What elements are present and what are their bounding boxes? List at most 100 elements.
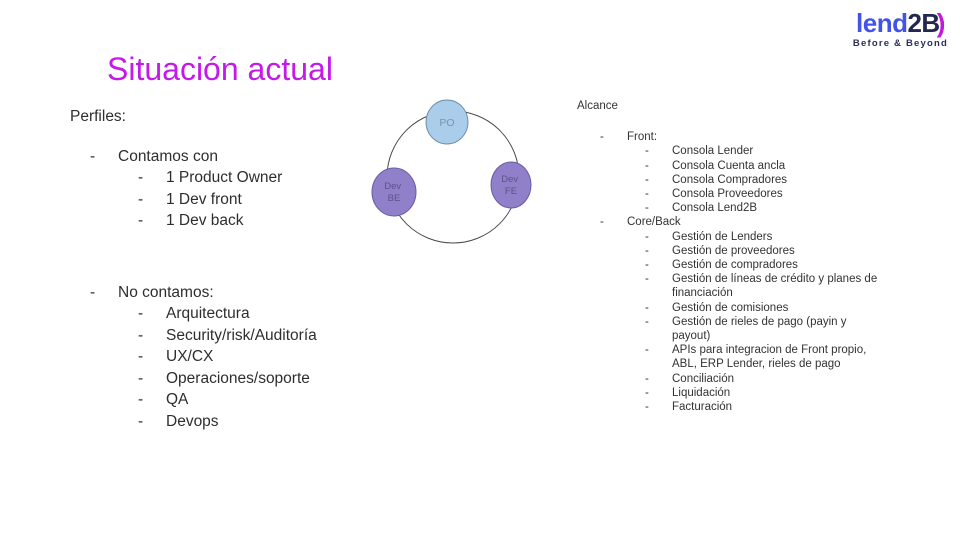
list-item: - 1 Product Owner: [70, 167, 370, 189]
list-item: - Gestión de compradores: [577, 258, 889, 272]
core-back-group: - Core/Back - Gestión de Lenders - Gesti…: [577, 215, 889, 414]
dash-bullet: -: [645, 315, 649, 328]
list-item: - Consola Compradores: [577, 173, 889, 187]
list-item-text: Consola Proveedores: [672, 188, 783, 201]
list-item: - Consola Lend2B: [577, 201, 889, 215]
dash-bullet: -: [645, 244, 649, 257]
list-item: - Core/Back: [577, 215, 889, 229]
dash-bullet: -: [645, 301, 649, 314]
logo-bracket-mark: ): [936, 8, 946, 38]
list-item: - Contamos con: [70, 146, 370, 168]
team-circle-diagram: PO Dev FE Dev BE: [371, 99, 532, 244]
logo-text-2b: 2B: [907, 8, 940, 38]
list-item-text: Consola Compradores: [672, 173, 788, 186]
list-item-text: APIs para integracion de Front propio, A…: [672, 344, 867, 371]
group-label: Core/Back: [627, 216, 681, 229]
group-label: Front:: [627, 131, 658, 144]
list-item: - Operaciones/soporte: [70, 368, 370, 390]
list-item: - Gestión de Lenders: [577, 230, 889, 244]
dash-bullet: -: [645, 230, 649, 243]
dash-bullet: -: [90, 147, 96, 165]
list-item: - APIs para integracion de Front propio,…: [577, 343, 889, 371]
list-item-text: Security/risk/Auditoría: [166, 326, 317, 344]
group-label: Contamos con: [118, 147, 218, 165]
dash-bullet: -: [645, 344, 649, 357]
node-po-label: PO: [439, 117, 454, 129]
dash-bullet: -: [138, 369, 144, 387]
logo-tagline: Before & Beyond: [852, 38, 948, 49]
dash-bullet: -: [138, 212, 144, 229]
list-item-text: Consola Lender: [672, 145, 754, 158]
dash-bullet: -: [138, 412, 144, 430]
dash-bullet: -: [138, 190, 144, 208]
list-item: - 1 Dev back: [70, 210, 370, 232]
lend2b-logo: lend2B) Before & Beyond: [853, 10, 948, 49]
list-item-text: Arquitectura: [166, 305, 250, 322]
logo-wordmark: lend2B): [853, 10, 948, 36]
list-item: - Gestión de líneas de crédito y planes …: [577, 272, 889, 300]
perfiles-heading: Perfiles:: [70, 108, 126, 125]
node-dev-be-label: Dev BE: [384, 181, 404, 204]
dash-bullet: -: [645, 372, 649, 385]
list-item-text: Operaciones/soporte: [166, 369, 310, 387]
contamos-group: - Contamos con - 1 Product Owner - 1 Dev…: [70, 146, 370, 232]
dash-bullet: -: [645, 173, 649, 186]
list-item-text: Consola Cuenta ancla: [672, 159, 786, 172]
list-item-text: Liquidación: [672, 386, 731, 399]
list-item: - Front:: [577, 130, 889, 144]
dash-bullet: -: [600, 216, 604, 229]
list-item-text: Gestión de líneas de crédito y planes de…: [672, 273, 878, 300]
alcance-section: Alcance - Front: - Consola Lender - Cons…: [577, 99, 889, 414]
list-item-text: Conciliación: [672, 372, 735, 385]
list-item: - Gestión de comisiones: [577, 301, 889, 315]
node-dev-fe: [490, 161, 532, 209]
dash-bullet: -: [138, 348, 144, 365]
no-contamos-group: - No contamos: - Arquitectura - Security…: [70, 282, 370, 433]
node-dev-be: [371, 167, 417, 217]
dash-bullet: -: [138, 391, 144, 408]
dash-bullet: -: [645, 202, 649, 215]
list-item: - Facturación: [577, 400, 889, 414]
dash-bullet: -: [645, 259, 649, 272]
dash-bullet: -: [138, 326, 144, 344]
list-item-text: 1 Dev front: [166, 190, 242, 208]
list-item-text: Gestión de comisiones: [672, 301, 789, 314]
dash-bullet: -: [645, 401, 649, 414]
list-item: - Gestión de rieles de pago (payin y pay…: [577, 315, 889, 343]
dash-bullet: -: [138, 169, 144, 186]
list-item-text: Gestión de rieles de pago (payin y payou…: [672, 315, 847, 343]
dash-bullet: -: [645, 386, 649, 399]
list-item: - No contamos:: [70, 282, 370, 304]
dash-bullet: -: [645, 273, 649, 286]
list-item: - QA: [70, 389, 370, 411]
list-item: - Liquidación: [577, 386, 889, 400]
list-item-text: Devops: [166, 412, 219, 430]
list-item-text: Gestión de Lenders: [672, 230, 773, 243]
list-item: - Arquitectura: [70, 303, 370, 325]
list-item: - UX/CX: [70, 346, 370, 368]
alcance-heading: Alcance: [577, 100, 618, 112]
list-item-text: 1 Product Owner: [166, 169, 283, 186]
list-item: - Devops: [70, 411, 370, 433]
group-label: No contamos:: [118, 283, 214, 301]
list-item-text: UX/CX: [166, 348, 214, 365]
node-po: [425, 99, 469, 145]
logo-text-lend: lend: [856, 8, 908, 38]
list-item: - Consola Lender: [577, 144, 889, 158]
list-item-text: 1 Dev back: [166, 212, 244, 229]
list-item: - Security/risk/Auditoría: [70, 325, 370, 347]
list-item-text: Gestión de proveedores: [672, 244, 795, 257]
slide-title: Situación actual: [107, 51, 333, 87]
dash-bullet: -: [645, 159, 649, 172]
dash-bullet: -: [138, 305, 144, 322]
dash-bullet: -: [645, 145, 649, 158]
list-item-text: Facturación: [672, 401, 733, 414]
dash-bullet: -: [645, 188, 649, 201]
front-group: - Front: - Consola Lender - Consola Cuen…: [577, 130, 889, 215]
dash-bullet: -: [90, 283, 96, 301]
dash-bullet: -: [600, 131, 604, 144]
list-item-text: Consola Lend2B: [672, 202, 758, 215]
list-item-text: Gestión de compradores: [672, 259, 798, 272]
perfiles-section: Perfiles: - Contamos con - 1 Product Own…: [70, 106, 370, 432]
